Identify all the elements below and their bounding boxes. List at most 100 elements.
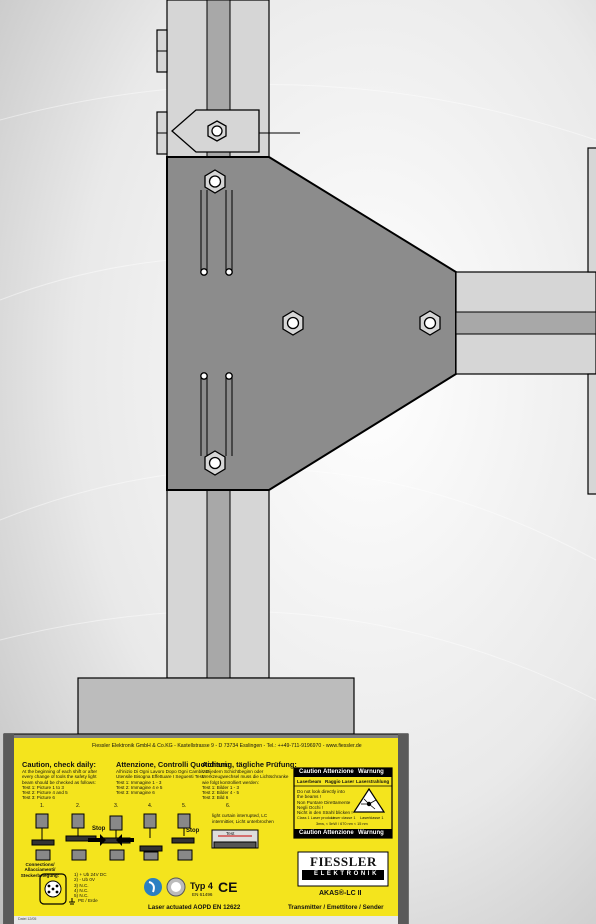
warning-footer-de: Warnung: [358, 830, 384, 836]
connector-diagram: [39, 873, 67, 905]
housing-right-edge: [398, 734, 408, 924]
step-number-6: 6.: [226, 803, 231, 809]
ground-icon: [69, 898, 75, 905]
pictogram-3: [101, 815, 131, 861]
step6-note-line: light curtain interrupted, LC: [212, 813, 268, 818]
ce-mark: CE: [218, 879, 238, 895]
connections-title-line: Allacciamenti/: [24, 867, 56, 873]
warning-text-line: the beams !: [297, 794, 322, 800]
arm-groove: [455, 311, 596, 335]
instructions-en-line: Test 2: Picture 4 and 5: [22, 790, 68, 796]
pictogram-4: [139, 813, 163, 861]
step6-note-line: intermittier, Licht unterbrochen: [212, 819, 274, 824]
connections-title-line: Steckerbelegung:: [20, 872, 60, 878]
brand-box: [297, 851, 389, 887]
warning-text-line: Nicht in den Strahl blicken !: [297, 810, 353, 816]
instructions-en-line: every change of tools the safety light: [22, 774, 97, 780]
laser-hazard-icon: [352, 787, 386, 813]
instructions-it-line: Test 2: Immagine 4 e 5: [116, 784, 163, 790]
connection-pin: 3) N.C.: [74, 882, 89, 888]
arm-flange-top: [587, 147, 596, 273]
arrow-left-icon: [116, 834, 134, 846]
connection-pin: 2) - Ub 0V: [74, 877, 95, 883]
warning-footer-it: Attenzione: [323, 830, 354, 836]
stop-label-2: Stop: [186, 828, 200, 834]
connections-title: Connections/ Allacciamenti/ Steckerbeleg…: [20, 862, 60, 878]
step-number-2: 2.: [76, 803, 81, 809]
warning-footer-en: Caution: [299, 830, 322, 836]
transmitter-line: Transmitter / Emettitore / Sender: [288, 904, 384, 911]
warning-spec: 3mw, < 5nW / 670 nm < 15 nm: [316, 822, 368, 826]
instructions-it-line: Utensile Bisogna Effettuare I Seguenti T…: [116, 774, 205, 780]
instructions-en-line: At the beginning of each shift or after: [22, 769, 98, 774]
date-line: Datei 12/05: [18, 917, 37, 921]
instructions-de-line: Test 1: Bilder 1 - 3: [202, 784, 240, 790]
warning-text-line: Do not look directly into: [297, 789, 345, 794]
label-footer-strip: [14, 916, 398, 924]
warning-class-en: Class 1 Laser product: [297, 816, 334, 820]
instructions-it: Attenzione, Controlli Quotidiani: All'in…: [116, 760, 229, 795]
warning-header-bar: [294, 768, 392, 777]
hex-bolts: [204, 120, 441, 476]
instructions-de-line: Test 3: Bild 6: [202, 795, 229, 801]
step-number-1: 1.: [40, 803, 45, 809]
instructions-it-line: Test 3: Immagine 6: [116, 790, 155, 796]
bolt-holder: [207, 120, 227, 142]
instructions-it-line: All'inizio Di Ogni Lavoro Dopo Ogni Camb…: [116, 769, 211, 774]
arrow-right-icon: [88, 834, 106, 846]
warning-sub-de: Laserstrahlung: [356, 779, 390, 784]
instructions-de-line: Werkzeugwechsel muss die Lichtschranke: [202, 774, 289, 780]
pictogram-1: [31, 813, 55, 861]
aopd-line: Laser actuated AOPD EN 12622: [148, 904, 241, 911]
rail-groove-lower: [206, 489, 231, 679]
test-pictograms: [31, 813, 259, 861]
instructions-de: Achtung, tägliche Prüfung: Vor jedem Sch…: [202, 760, 297, 801]
type-norm: EN 61496: [192, 892, 213, 897]
instructions-en: Caution, check daily: At the beginning o…: [22, 760, 97, 801]
brand-name: FIESSLER: [310, 854, 377, 869]
housing-left-edge: [4, 734, 14, 924]
connection-pin: 4) N.C.: [74, 887, 89, 893]
pictogram-5: [171, 813, 195, 861]
step-number-3: 3.: [114, 803, 119, 809]
warning-header-it: Attenzione: [323, 769, 354, 775]
step-number-4: 4.: [148, 803, 153, 809]
base-block: [77, 677, 355, 735]
slot-holes: [200, 268, 233, 380]
warning-footer-bar: [294, 829, 392, 838]
warning-class-de: Laserklasse 1: [360, 816, 384, 820]
warning-sub-en: Laserbeam: [297, 779, 322, 784]
product-name: AKAS®-LC II: [319, 890, 362, 897]
connection-pin: PE / Erde: [78, 898, 98, 904]
bolt-upper: [204, 169, 226, 194]
warning-sub-it: Raggio Laser: [325, 779, 355, 784]
connection-pin: 1) + Ub 24V DC: [74, 872, 107, 877]
instructions-de-title: Achtung, tägliche Prüfung:: [202, 760, 297, 769]
type-rating: Typ 4: [190, 881, 213, 891]
instructions-en-title: Caution, check daily:: [22, 760, 96, 769]
instructions-de-line: wie folgt kontrolliert werden:: [202, 779, 259, 785]
connections-title-line: Connections/: [25, 862, 55, 867]
instructions-en-line: Test 3: Picture 6: [22, 795, 55, 801]
bolt-right: [419, 310, 441, 336]
pictogram-2: [65, 813, 97, 861]
instructions-de-line: Vor jedem Schichtbeginn oder: [202, 769, 264, 774]
bolt-lower: [204, 450, 226, 476]
brand-sub-bar: [302, 870, 384, 880]
arrow-icons: [88, 834, 134, 846]
instructions-it-title: Attenzione, Controlli Quotidiani:: [116, 760, 230, 769]
step6-test-label: Test: [226, 831, 235, 836]
connection-pin: 5) N.C.: [74, 893, 89, 899]
company-line: Fiessler Elektronik GmbH & Co.KG - Kaste…: [92, 743, 362, 749]
warning-class-it: Laser classe 1: [331, 816, 356, 820]
bolt-center: [282, 310, 304, 336]
tuv-seal-icon: [166, 877, 186, 897]
instructions-en-line: beam should be checked as follows:: [22, 779, 96, 785]
warning-header-de: Warnung: [358, 769, 384, 775]
stop-label-1: Stop: [92, 826, 106, 832]
mounting-slots: [200, 190, 233, 456]
connections-list: 1) + Ub 24V DC 2) - Ub 0V 3) N.C. 4) N.C…: [74, 872, 107, 904]
warning-text-line: Non Puntare Direttamente: [297, 799, 351, 805]
